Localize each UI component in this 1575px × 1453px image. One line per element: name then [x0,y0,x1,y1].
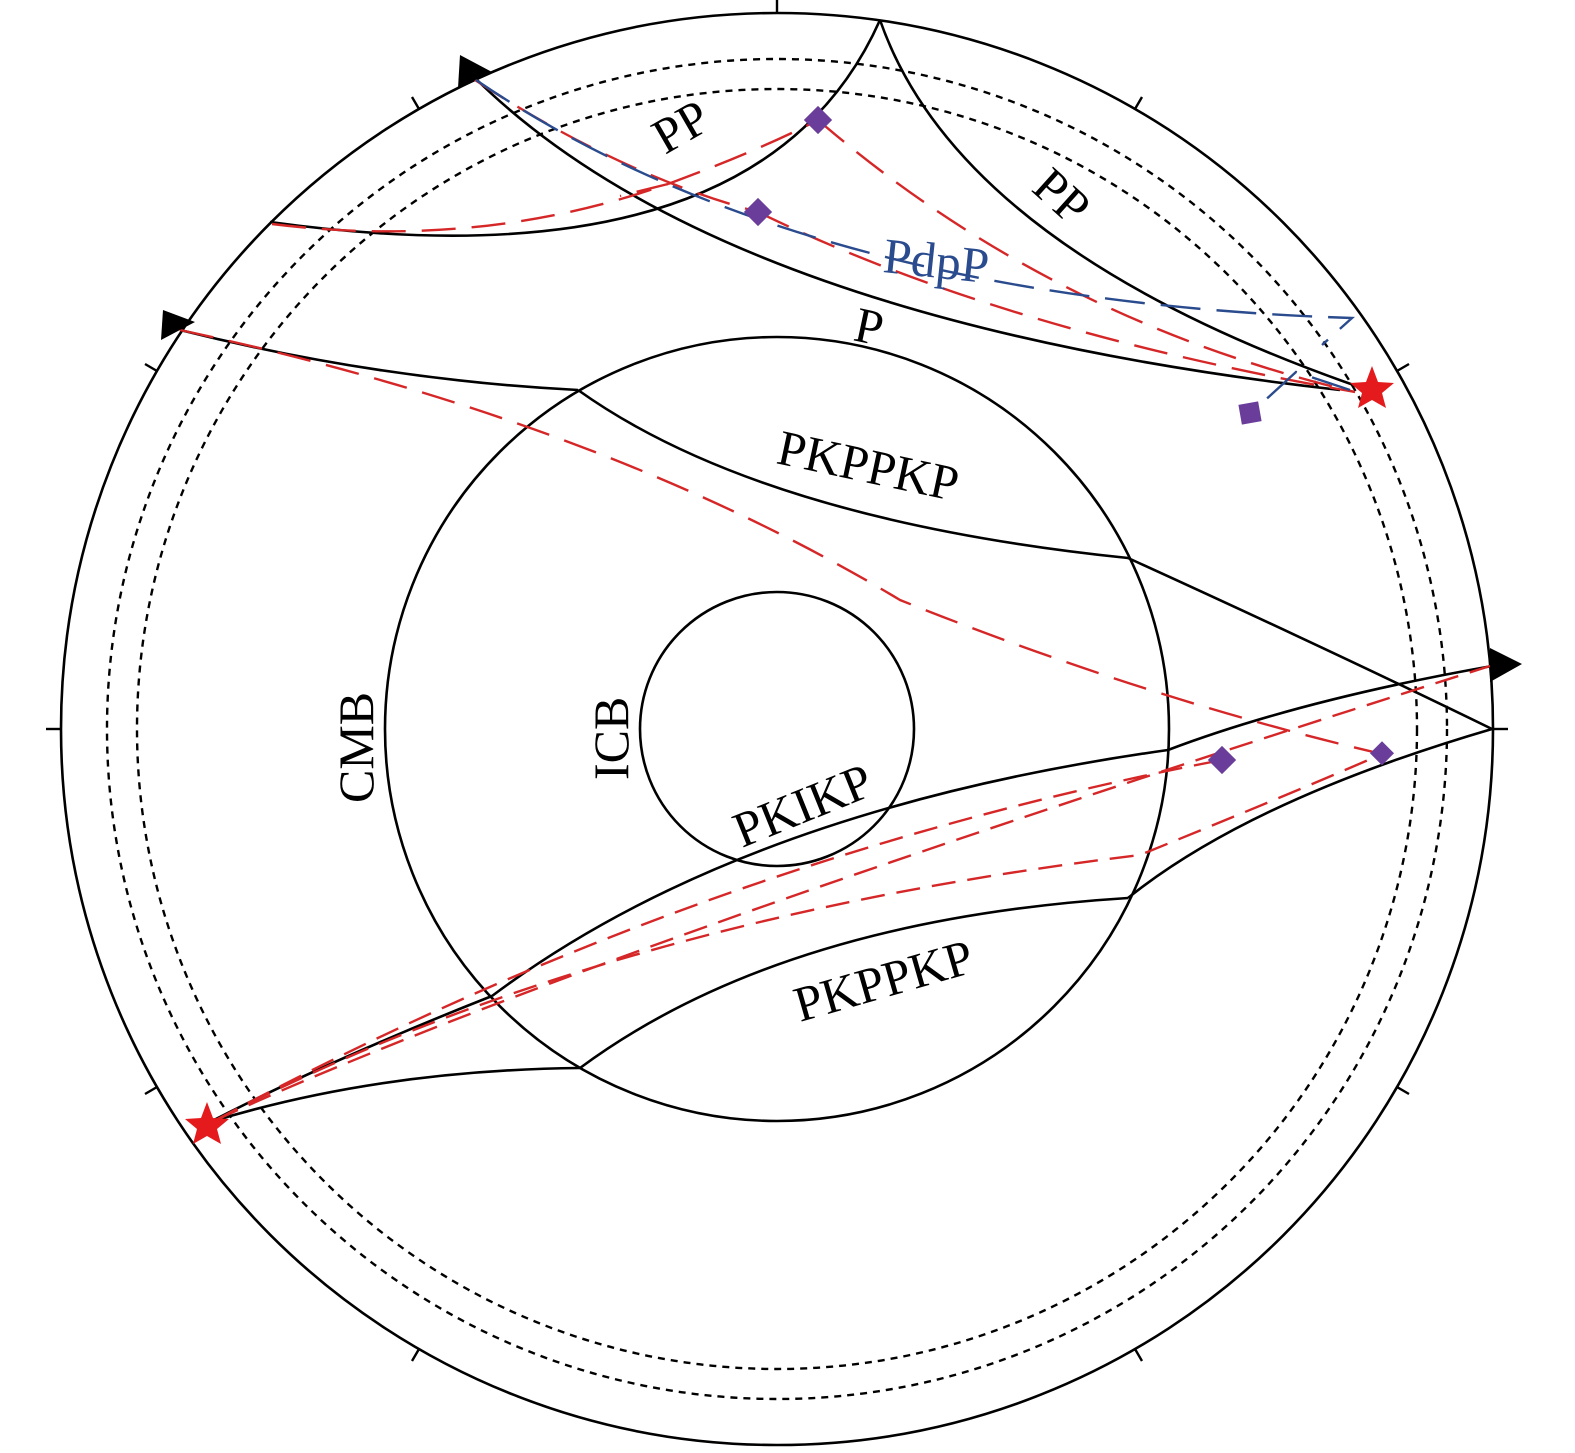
label-pkikp: PKIKP [725,752,880,858]
ray-pkikp-core [491,748,1169,998]
scattered-ray-upper-scatterer-to-source [817,119,1356,394]
scattered-ray-lower-to-near-scatterer [215,758,1223,1122]
ray-pkppkp-upper-mantle-2 [1127,556,1493,731]
label-pp-right: PP [1023,157,1102,236]
scatterers [743,105,1395,775]
core-mantle-boundary [383,335,1171,1123]
tick-mark [1133,96,1144,110]
receivers [161,55,1522,682]
red-star-icon [1350,366,1394,408]
tick-mark [144,1085,158,1096]
ray-p [474,77,1341,392]
scattered-ray-from-receiver-to-scatterer [474,78,759,214]
purple-diamond-icon [743,197,773,227]
scattered-ray-lower-bundle-2 [215,752,1383,1122]
label-pkppkp-lower: PKPPKP [788,928,980,1032]
tick-mark [410,96,421,110]
label-pkppkp-upper: PKPPKP [773,419,964,512]
scattered-ray-lower-bundle-1 [215,664,1491,1122]
tick-mark [1396,1085,1410,1096]
red-star-icon [185,1102,229,1144]
ray-pkikp-mantle-2 [209,994,493,1124]
pdpp-ray-group [475,79,1356,415]
tick-mark [144,362,158,373]
ray-pkppkp-upper-mantle-1 [179,328,579,392]
purple-square-icon [1238,401,1262,425]
inner-core-boundary [638,590,916,868]
ray-pdpp [475,79,1356,346]
tick-mark [1133,1348,1144,1362]
ray-pkppkp-lower-mantle-2 [209,1066,581,1124]
ray-pkppkp-lower-mantle-1 [1127,727,1493,900]
black-triangle-icon [161,310,195,340]
label-cmb: CMB [328,692,384,803]
scattered-ray-to-upper-scatterer [667,118,819,186]
reference-rays [179,19,1493,1124]
ray-pp-right-leg [878,19,1369,392]
ray-pkppkp-lower-core [579,896,1129,1070]
scattered-ray-pkppkp-upper [179,328,1383,756]
label-pdpp: PdpP [881,227,992,294]
ray-pp-left-leg [269,19,882,237]
label-icb: ICB [583,697,639,780]
purple-diamond-icon [803,105,833,135]
ray-pkikp-mantle-1 [1167,664,1493,752]
black-triangle-icon [1490,648,1522,682]
surface-ticks [46,0,1508,1362]
ray-pdpp-reflection [1249,370,1351,415]
ray-pkppkp-upper-core [577,388,1129,560]
purple-diamond-icon [1207,745,1237,775]
label-p: P [850,296,889,357]
sources [185,366,1394,1144]
tick-mark [1396,362,1410,373]
black-triangle-icon [458,55,492,88]
scattered-ray-pp-reflection [271,182,669,233]
tick-mark [410,1348,421,1362]
scattered-rays [179,78,1491,1122]
scattered-ray-mid-scatterer-to-source [757,210,1356,394]
upper-mantle-boundary-660 [135,87,1419,1371]
upper-mantle-boundary-410 [105,57,1449,1401]
label-pp-left: PP [643,88,719,164]
purple-diamond-icon [1369,741,1395,766]
